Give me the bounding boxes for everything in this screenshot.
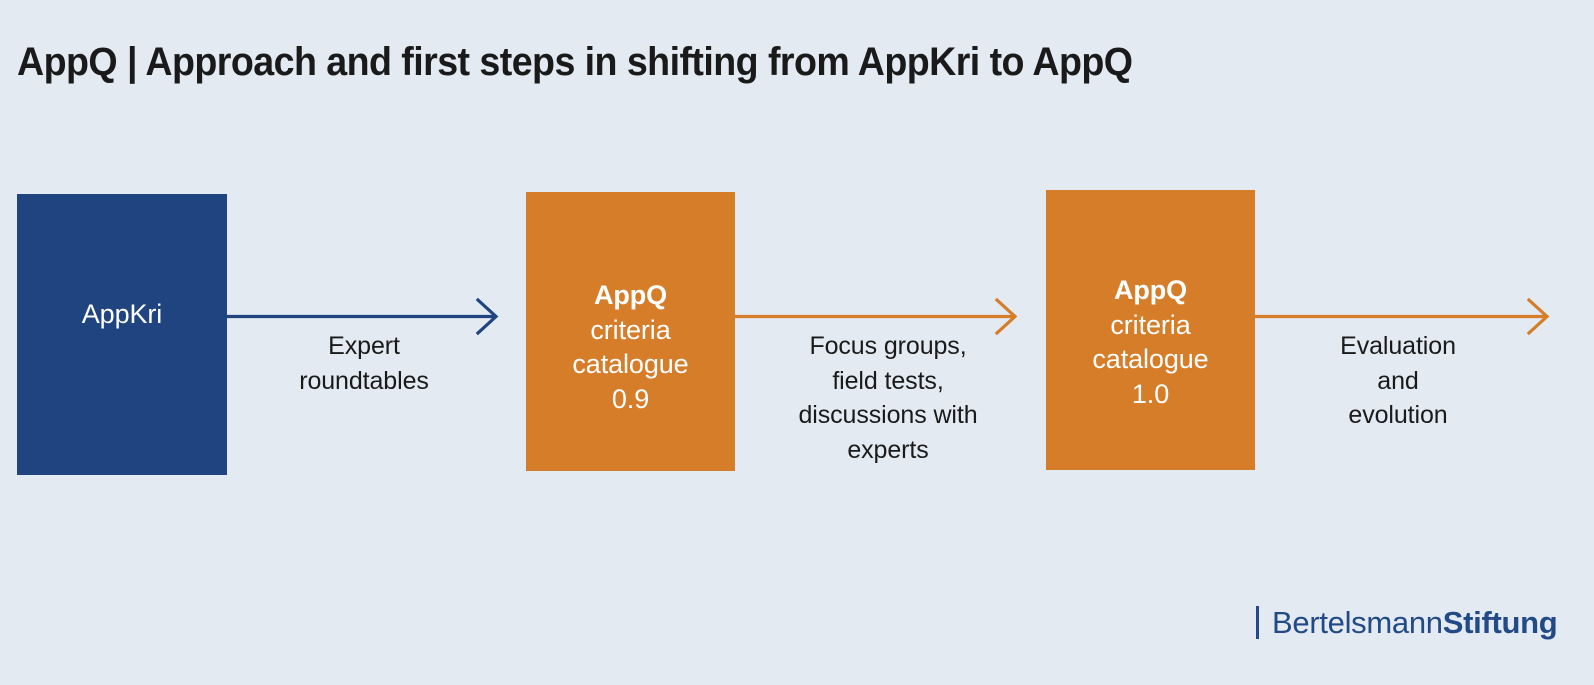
node-appq-catalogue-09: AppQ criteria catalogue 0.9 — [526, 192, 735, 471]
node-appkri-line-1: AppKri — [81, 299, 163, 329]
logo-name-bold: Stiftung — [1442, 604, 1558, 640]
arrow-caption-focus-groups: Focus groups, field tests, discussions w… — [744, 329, 1032, 467]
node-appkri: AppKri — [17, 194, 227, 475]
bertelsmann-stiftung-logo: BertelsmannStiftung — [1256, 604, 1558, 640]
caption-line: field tests, — [832, 366, 944, 395]
node-appq-catalogue-10: AppQ criteria catalogue 1.0 — [1046, 190, 1255, 470]
logo-wordmark: BertelsmannStiftung — [1272, 604, 1558, 640]
arrow-caption-evaluation-evolution: Evaluation and evolution — [1264, 329, 1532, 433]
page-title: AppQ | Approach and first steps in shift… — [17, 40, 1133, 84]
node-appq09-line-2: criteria — [590, 314, 671, 345]
caption-line: experts — [847, 435, 929, 464]
caption-line: roundtables — [299, 366, 429, 395]
node-appq10-line-4: 1.0 — [1131, 378, 1170, 409]
node-appq10-line-1: AppQ — [1113, 275, 1188, 305]
caption-line: Evaluation — [1340, 332, 1456, 360]
node-appq10-line-3: catalogue — [1092, 344, 1209, 375]
node-appq09-line-1: AppQ — [593, 280, 668, 310]
caption-line: discussions with — [798, 401, 978, 429]
node-appq09-line-3: catalogue — [572, 349, 689, 380]
arrow-caption-expert-roundtables: Expert roundtables — [236, 329, 492, 398]
caption-line: Expert — [328, 332, 400, 360]
caption-line: and — [1377, 366, 1419, 395]
node-appq10-line-2: criteria — [1110, 309, 1191, 340]
logo-bar-icon — [1256, 605, 1259, 639]
caption-line: Focus groups, — [809, 332, 967, 360]
caption-line: evolution — [1348, 401, 1448, 429]
arrow-appkri-to-appq09 — [226, 297, 503, 337]
node-appq09-line-4: 0.9 — [611, 383, 650, 414]
logo-name-regular: Bertelsmann — [1272, 604, 1443, 640]
arrow-appq10-outward — [1254, 297, 1554, 337]
arrow-appq09-to-appq10 — [734, 297, 1022, 337]
